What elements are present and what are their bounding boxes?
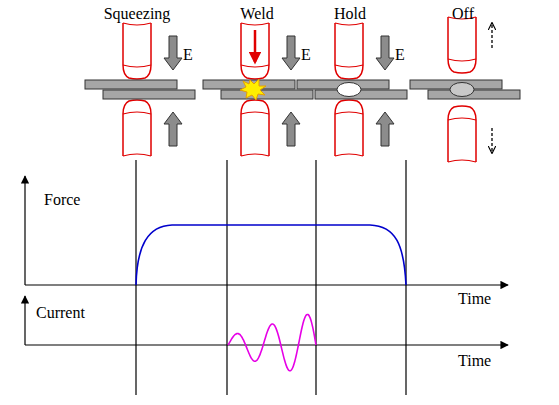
- force-axes: [25, 176, 508, 285]
- current-axes: [24, 296, 25, 345]
- current-axes: [25, 296, 508, 345]
- weld-stage: [241, 23, 269, 79]
- weld-stage: [282, 36, 300, 70]
- squeeze-stage: [164, 112, 182, 146]
- stage-heading: Hold: [334, 6, 366, 22]
- hold-stage: [297, 80, 407, 99]
- squeeze-stage: [123, 100, 151, 156]
- hold-stage: [335, 100, 363, 156]
- force-symbol: E: [301, 47, 311, 63]
- phase-boundary: [136, 160, 406, 395]
- force-axes: [25, 284, 508, 285]
- off-stage: [410, 80, 520, 99]
- squeeze-stage: [85, 23, 195, 156]
- force-symbol: E: [395, 47, 405, 63]
- force-symbol: E: [183, 47, 193, 63]
- off-stage: [450, 83, 474, 97]
- stage-heading: Weld: [240, 6, 273, 22]
- axis-label: Time: [458, 353, 491, 369]
- hold-stage: [297, 23, 407, 156]
- off-stage: [448, 106, 476, 162]
- stage-heading: Squeezing: [104, 6, 171, 22]
- axis-label: Time: [458, 291, 491, 307]
- weld-stage: [241, 100, 269, 156]
- phase-boundary: [226, 160, 227, 395]
- off-stage: [448, 17, 476, 73]
- force-curve: [136, 225, 406, 285]
- hold-stage: [335, 23, 363, 79]
- hold-stage: [376, 112, 394, 146]
- hold-stage: [376, 36, 394, 70]
- phase-boundary: [315, 160, 316, 395]
- weld-stage: [254, 30, 257, 62]
- current-axes: [25, 344, 508, 345]
- off-stage: [491, 128, 492, 152]
- squeeze-stage: [123, 23, 151, 79]
- squeeze-stage: [164, 36, 182, 70]
- off-stage: [410, 17, 520, 162]
- off-stage: [491, 24, 492, 48]
- hold-stage: [337, 83, 361, 97]
- weld-stage: [240, 79, 266, 100]
- current-waveform: [228, 314, 316, 370]
- axis-label: Current: [36, 305, 85, 321]
- axis-label: Force: [44, 192, 80, 208]
- stage-heading: Off: [452, 6, 474, 22]
- squeeze-stage: [85, 80, 195, 99]
- force-axes: [24, 176, 25, 285]
- current-waveform: [228, 314, 316, 370]
- weld-stage: [282, 112, 300, 146]
